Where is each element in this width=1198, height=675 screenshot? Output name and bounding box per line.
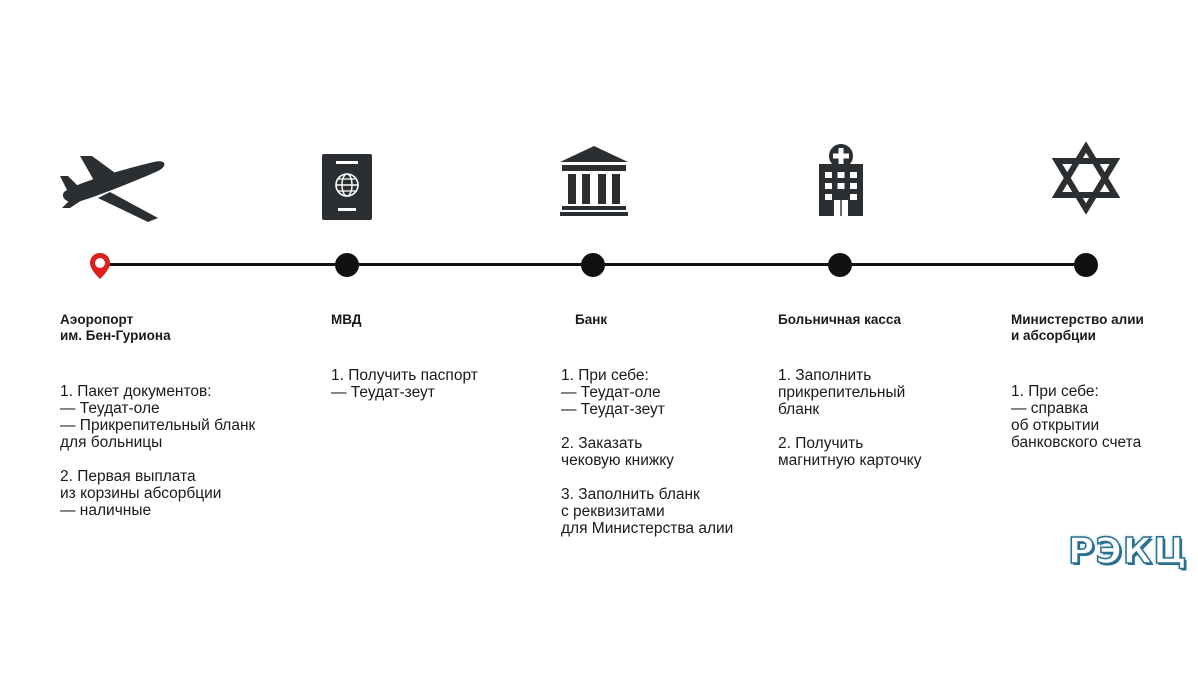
timeline-dot-bank (581, 253, 605, 277)
location-pin-icon (90, 253, 110, 279)
step-hospital-fund: Больничная касса 1. Заполнить прикрепите… (778, 312, 1008, 486)
star-of-david-icon (1052, 142, 1120, 214)
timeline-dot-mvd (335, 253, 359, 277)
step-item: 2. Заказать чековую книжку (561, 435, 674, 469)
step-title: Больничная касса (778, 312, 902, 327)
step-title: Аэоропорт им. Бен-Гуриона (60, 312, 171, 343)
step-ministry: Министерство алии и абсорбции 1. При себ… (1011, 312, 1181, 468)
logo: РЭКЦ (1067, 531, 1188, 572)
step-item: 1. Получить паспорт — Теудат-зеут (331, 367, 478, 401)
step-title: Банк (575, 312, 608, 327)
step-item: 1. При себе: — Теудат-оле — Теудат-зеут (561, 367, 665, 418)
airplane-icon (60, 156, 165, 222)
step-item: 1. Пакет документов: — Теудат-оле — Прик… (60, 383, 256, 451)
step-item: 1. Заполнить прикрепительный бланк (778, 367, 906, 418)
step-item: 3. Заполнить бланк с реквизитами для Мин… (561, 486, 734, 537)
step-airport: Аэоропорт им. Бен-Гуриона 1. Пакет докум… (60, 312, 290, 536)
timeline-dot-hospital-fund (828, 253, 852, 277)
step-item: 2. Первая выплата из корзины абсорбции —… (60, 468, 222, 519)
passport-icon (322, 154, 372, 220)
step-item: 1. При себе: — справка об открытии банко… (1011, 383, 1142, 451)
hospital-icon (819, 144, 863, 216)
step-item: 2. Получить магнитную карточку (778, 435, 922, 469)
step-title: Министерство алии и абсорбции (1011, 312, 1144, 343)
timeline-dot-ministry (1074, 253, 1098, 277)
step-mvd: МВД 1. Получить паспорт — Теудат-зеут (331, 312, 561, 418)
step-bank: Банк 1. При себе: — Теудат-оле — Теудат-… (561, 312, 791, 554)
bank-icon (560, 146, 628, 216)
step-title: МВД (331, 312, 362, 327)
